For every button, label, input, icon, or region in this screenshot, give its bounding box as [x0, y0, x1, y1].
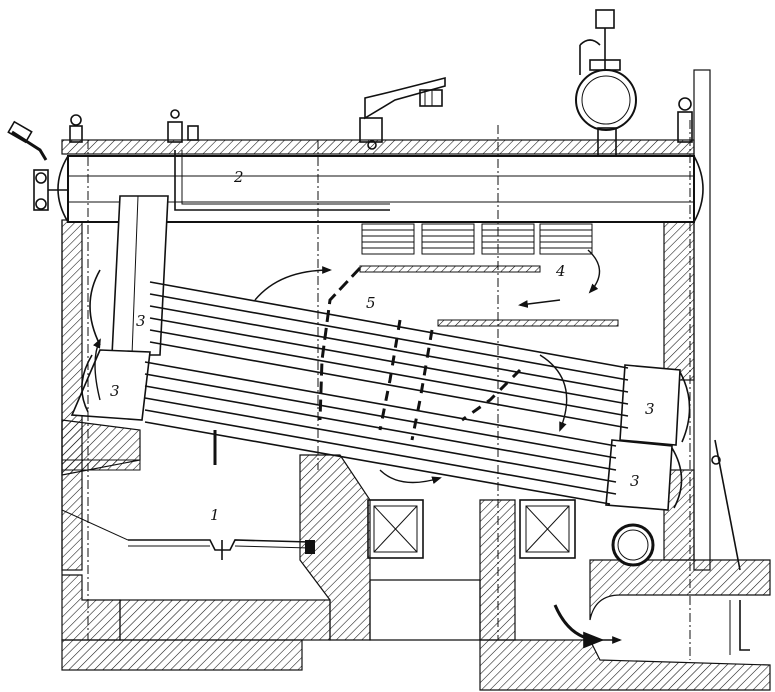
steam-separator: [575, 9, 637, 157]
foundation-left: [61, 639, 303, 671]
superheater-coils: [361, 223, 593, 255]
label-drum: 2: [233, 168, 244, 186]
water-gauge: [7, 120, 68, 211]
tie-rods: [87, 120, 691, 660]
grate: [61, 509, 315, 560]
label-header-upper-right: 3: [645, 400, 655, 418]
rear-header-upper: [619, 364, 691, 446]
callout-labels: 1 2 3 3 3 3 4 5: [110, 168, 655, 524]
bridge-wall: [299, 454, 371, 641]
access-doors: [367, 499, 576, 559]
label-header-lower-right: 3: [630, 472, 640, 490]
gas-flow-arrows: [92, 249, 622, 649]
weighted-safety-valve: [359, 76, 446, 150]
flue-floor: [479, 639, 771, 691]
steam-drum: [57, 150, 704, 223]
mud-drum: [611, 439, 750, 655]
label-header-lower-left: 3: [110, 382, 120, 400]
front-header-upper: [89, 195, 169, 356]
tube-bank: [144, 281, 629, 505]
rear-header-lower: [605, 439, 683, 511]
label-superheater: 4: [555, 262, 566, 280]
drum-fittings: [7, 9, 693, 211]
label-grate: 1: [210, 506, 220, 524]
front-header-lower: [70, 349, 151, 421]
label-baffle: 5: [366, 294, 376, 312]
flue-roof: [589, 559, 771, 621]
label-header-upper-left: 3: [136, 312, 146, 330]
baffles: [213, 265, 619, 465]
brick-setting: [61, 69, 771, 691]
